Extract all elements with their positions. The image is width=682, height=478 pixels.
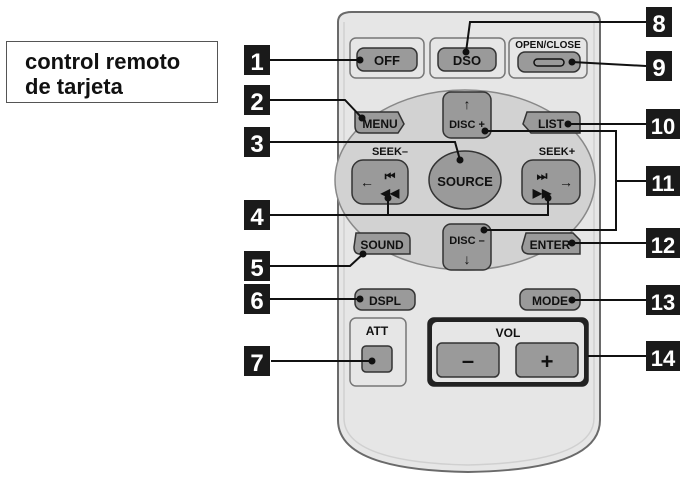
svg-text:1: 1 bbox=[250, 49, 263, 76]
svg-text:10: 10 bbox=[651, 114, 675, 139]
callout-12: 12 bbox=[646, 228, 680, 258]
vol-minus-button[interactable]: – bbox=[436, 342, 500, 378]
svg-text:9: 9 bbox=[652, 55, 665, 82]
callout-3: 3 bbox=[244, 127, 270, 158]
svg-text:+: + bbox=[541, 349, 554, 374]
enter-button[interactable]: ENTER bbox=[521, 232, 581, 255]
callout-14: 14 bbox=[646, 341, 680, 371]
list-button[interactable]: LIST bbox=[522, 111, 581, 134]
open-close-button[interactable]: OPEN/CLOSE bbox=[515, 40, 581, 73]
vol-plus-button[interactable]: + bbox=[515, 342, 579, 378]
callout-2: 2 bbox=[244, 85, 270, 116]
caption-line-2: de tarjeta bbox=[25, 74, 123, 99]
callout-4: 4 bbox=[244, 200, 270, 231]
mode-button[interactable]: MODE bbox=[519, 288, 581, 311]
svg-text:LIST: LIST bbox=[538, 117, 565, 131]
svg-text:MODE: MODE bbox=[532, 294, 568, 308]
svg-text:DISC –: DISC – bbox=[449, 235, 484, 247]
svg-text:5: 5 bbox=[250, 255, 263, 282]
svg-text:DISC +: DISC + bbox=[449, 119, 485, 131]
svg-text:3: 3 bbox=[250, 131, 263, 158]
callout-5: 5 bbox=[244, 251, 270, 282]
att-button[interactable] bbox=[361, 345, 393, 373]
callout-6: 6 bbox=[244, 284, 270, 315]
previous-track-icon: ⏮ bbox=[385, 169, 396, 183]
callout-8: 8 bbox=[646, 7, 672, 38]
att-label: ATT bbox=[366, 324, 389, 338]
svg-text:SOUND: SOUND bbox=[360, 238, 404, 252]
callout-11: 11 bbox=[646, 166, 680, 196]
svg-text:–: – bbox=[462, 348, 474, 373]
seek-minus-label: SEEK– bbox=[372, 146, 408, 158]
caption-box: control remoto de tarjeta bbox=[6, 41, 218, 103]
callout-10: 10 bbox=[646, 109, 680, 139]
svg-text:MENU: MENU bbox=[362, 117, 397, 131]
next-track-icon: ⏭ bbox=[537, 169, 548, 183]
callout-13: 13 bbox=[646, 285, 680, 315]
callout-7: 7 bbox=[244, 346, 270, 377]
leader-lines bbox=[269, 21, 647, 365]
svg-text:6: 6 bbox=[250, 288, 263, 315]
disc-plus-button[interactable]: ↑ DISC + bbox=[442, 91, 492, 139]
seek-minus-button[interactable]: ← ⏮ ◀◀ bbox=[351, 159, 409, 205]
callout-9: 9 bbox=[646, 51, 672, 82]
left-arrow-icon: ← bbox=[360, 174, 374, 190]
off-button[interactable]: OFF bbox=[356, 47, 418, 72]
svg-text:OFF: OFF bbox=[374, 53, 400, 68]
svg-text:DSO: DSO bbox=[453, 53, 481, 68]
svg-text:14: 14 bbox=[651, 346, 676, 371]
svg-text:8: 8 bbox=[652, 11, 665, 38]
svg-text:OPEN/CLOSE: OPEN/CLOSE bbox=[515, 40, 581, 51]
menu-button[interactable]: MENU bbox=[354, 111, 405, 134]
dso-button[interactable]: DSO bbox=[437, 47, 497, 72]
down-arrow-icon: ↓ bbox=[464, 251, 471, 267]
sound-button[interactable]: SOUND bbox=[353, 232, 411, 255]
source-button[interactable]: SOURCE bbox=[428, 150, 502, 210]
callout-1: 1 bbox=[244, 45, 270, 76]
svg-text:13: 13 bbox=[651, 290, 675, 315]
dspl-button[interactable]: DSPL bbox=[354, 288, 416, 311]
svg-text:2: 2 bbox=[250, 89, 263, 116]
svg-text:4: 4 bbox=[250, 204, 264, 231]
seek-plus-label: SEEK+ bbox=[539, 146, 575, 158]
svg-text:7: 7 bbox=[250, 350, 263, 377]
caption-line-1: control remoto bbox=[25, 49, 181, 74]
svg-text:DSPL: DSPL bbox=[369, 294, 401, 308]
right-arrow-icon: → bbox=[559, 174, 573, 190]
disc-minus-button[interactable]: DISC – ↓ bbox=[442, 223, 492, 271]
svg-text:SOURCE: SOURCE bbox=[437, 174, 493, 189]
svg-text:12: 12 bbox=[651, 233, 675, 258]
up-arrow-icon: ↑ bbox=[464, 96, 471, 112]
vol-label: VOL bbox=[496, 326, 521, 340]
svg-text:11: 11 bbox=[651, 171, 674, 196]
rewind-icon: ◀◀ bbox=[380, 186, 400, 200]
svg-text:ENTER: ENTER bbox=[530, 238, 571, 252]
caption-text: control remoto de tarjeta bbox=[25, 49, 180, 99]
